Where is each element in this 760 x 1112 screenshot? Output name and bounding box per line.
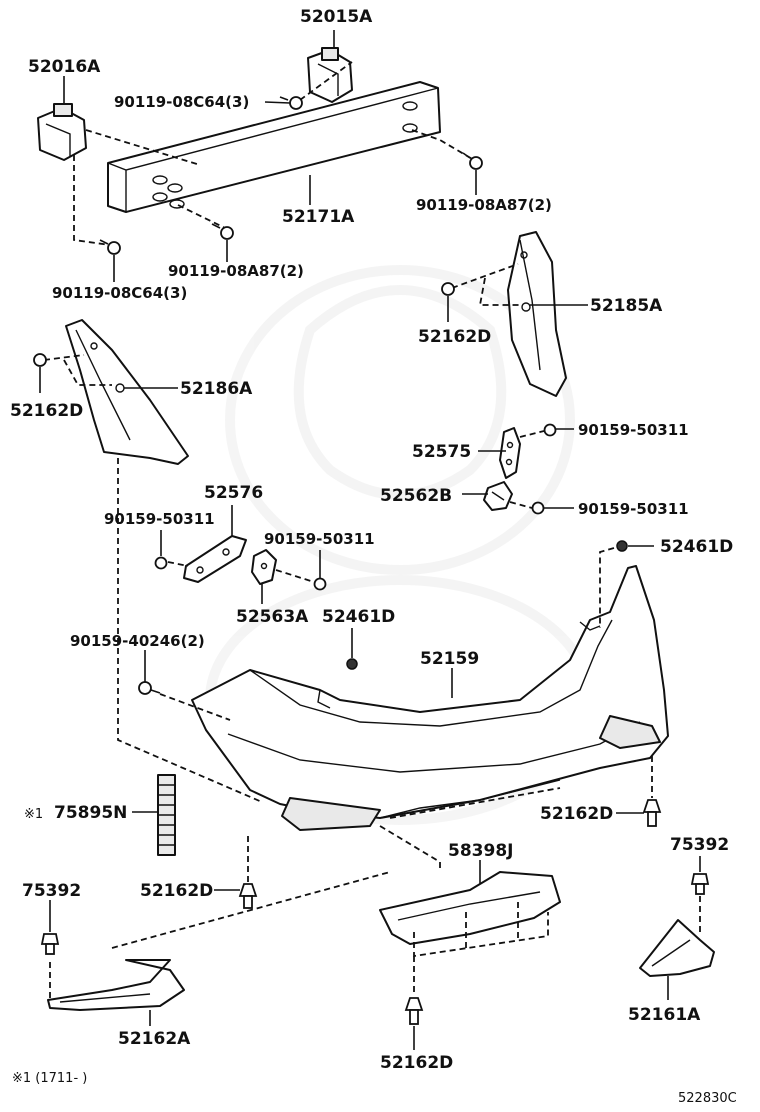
dash-line bbox=[299, 61, 353, 101]
dash-line bbox=[478, 277, 520, 306]
screw-icon bbox=[531, 501, 545, 515]
label-52162D-left-bracket: 52162D bbox=[10, 401, 83, 421]
label-52162D-bottom-right: 52162D bbox=[540, 804, 613, 824]
side-bracket-left bbox=[65, 319, 189, 465]
bumper-absorber-right bbox=[307, 47, 353, 103]
rear-under-cover-58398J bbox=[379, 871, 561, 958]
bolt-icon bbox=[211, 223, 234, 240]
label-52461D-center: 52461D bbox=[322, 607, 395, 627]
clip-icon bbox=[441, 282, 455, 296]
dash-line bbox=[379, 825, 441, 868]
dash-line bbox=[167, 561, 189, 567]
label-90119-08A87-right: 90119-08A87(2) bbox=[416, 196, 552, 214]
label-75895N-footnote-mark: ※1 bbox=[24, 807, 43, 822]
dash-line bbox=[159, 693, 231, 721]
clip-icon bbox=[346, 658, 358, 670]
reflector-left-52162A bbox=[47, 959, 185, 1011]
leader-line bbox=[264, 101, 291, 104]
label-90119-08C64-left: 90119-08C64(3) bbox=[52, 284, 187, 302]
label-52162D-bottom-center: 52162D bbox=[380, 1053, 453, 1073]
label-52015A: 52015A bbox=[300, 7, 373, 27]
screw-icon bbox=[154, 556, 168, 570]
clip-icon bbox=[33, 353, 47, 367]
footnote: ※1 (1711- ) bbox=[12, 1071, 87, 1086]
label-52171A: 52171A bbox=[282, 207, 355, 227]
dash-line bbox=[43, 354, 85, 361]
label-90119-08C64-top: 90119-08C64(3) bbox=[114, 93, 249, 111]
side-bracket-right bbox=[507, 231, 567, 397]
label-52159: 52159 bbox=[420, 649, 479, 669]
label-52563A: 52563A bbox=[236, 607, 309, 627]
screw-icon bbox=[138, 681, 161, 695]
label-52162D-right-bracket: 52162D bbox=[418, 327, 491, 347]
bumper-retainer-52576 bbox=[183, 535, 247, 583]
label-90159-40246: 90159-40246(2) bbox=[70, 632, 205, 650]
label-75392-left: 75392 bbox=[22, 881, 81, 901]
push-pin-icon bbox=[238, 883, 258, 909]
push-pin-icon bbox=[690, 873, 710, 895]
label-52186A: 52186A bbox=[180, 379, 253, 399]
label-52185A: 52185A bbox=[590, 296, 663, 316]
label-52161A: 52161A bbox=[628, 1005, 701, 1025]
dash-line bbox=[599, 547, 615, 628]
dash-line bbox=[509, 501, 533, 509]
dash-line bbox=[519, 430, 545, 438]
rear-bumper-cover bbox=[191, 565, 669, 831]
label-52162A: 52162A bbox=[118, 1029, 191, 1049]
dash-line bbox=[73, 155, 111, 246]
bolt-icon bbox=[462, 152, 483, 170]
label-52562B: 52562B bbox=[380, 486, 452, 506]
label-90159-50311-c: 90159-50311 bbox=[104, 510, 215, 528]
label-75895N: 75895N bbox=[54, 803, 127, 823]
bolt-icon bbox=[279, 96, 303, 110]
rear-bumper-reinforcement bbox=[107, 81, 441, 213]
label-52016A: 52016A bbox=[28, 57, 101, 77]
label-52575: 52575 bbox=[412, 442, 471, 462]
dash-line bbox=[451, 263, 519, 289]
dash-line bbox=[111, 871, 391, 949]
label-58398J: 58398J bbox=[448, 841, 513, 861]
label-52162D-bottom-left: 52162D bbox=[140, 881, 213, 901]
label-75392-right: 75392 bbox=[670, 835, 729, 855]
label-52461D-right: 52461D bbox=[660, 537, 733, 557]
label-90159-50311-b: 90159-50311 bbox=[578, 500, 689, 518]
bumper-absorber-left bbox=[37, 103, 87, 161]
reflector-right-52161A bbox=[639, 919, 715, 977]
label-90159-50311-a: 90159-50311 bbox=[578, 421, 689, 439]
figure-code: 522830C bbox=[678, 1091, 737, 1106]
label-90119-08A87-left: 90119-08A87(2) bbox=[168, 262, 304, 280]
screw-icon bbox=[313, 577, 327, 591]
dash-line bbox=[63, 359, 112, 386]
label-90159-50311-d: 90159-50311 bbox=[264, 530, 375, 548]
label-52576: 52576 bbox=[204, 483, 263, 503]
bolt-icon bbox=[99, 239, 121, 255]
screw-icon bbox=[543, 423, 557, 437]
push-pin-icon bbox=[404, 997, 424, 1025]
dash-line bbox=[275, 569, 315, 583]
dash-line bbox=[117, 458, 263, 803]
bumper-retainer-52563A bbox=[251, 549, 277, 585]
reflector-strip-75895N bbox=[157, 774, 176, 856]
bumper-retainer-52575 bbox=[499, 427, 521, 479]
bumper-retainer-52562B bbox=[483, 481, 513, 511]
push-pin-icon bbox=[40, 933, 60, 955]
clip-icon bbox=[616, 540, 628, 552]
dash-line bbox=[177, 204, 226, 229]
push-pin-icon bbox=[642, 799, 662, 827]
